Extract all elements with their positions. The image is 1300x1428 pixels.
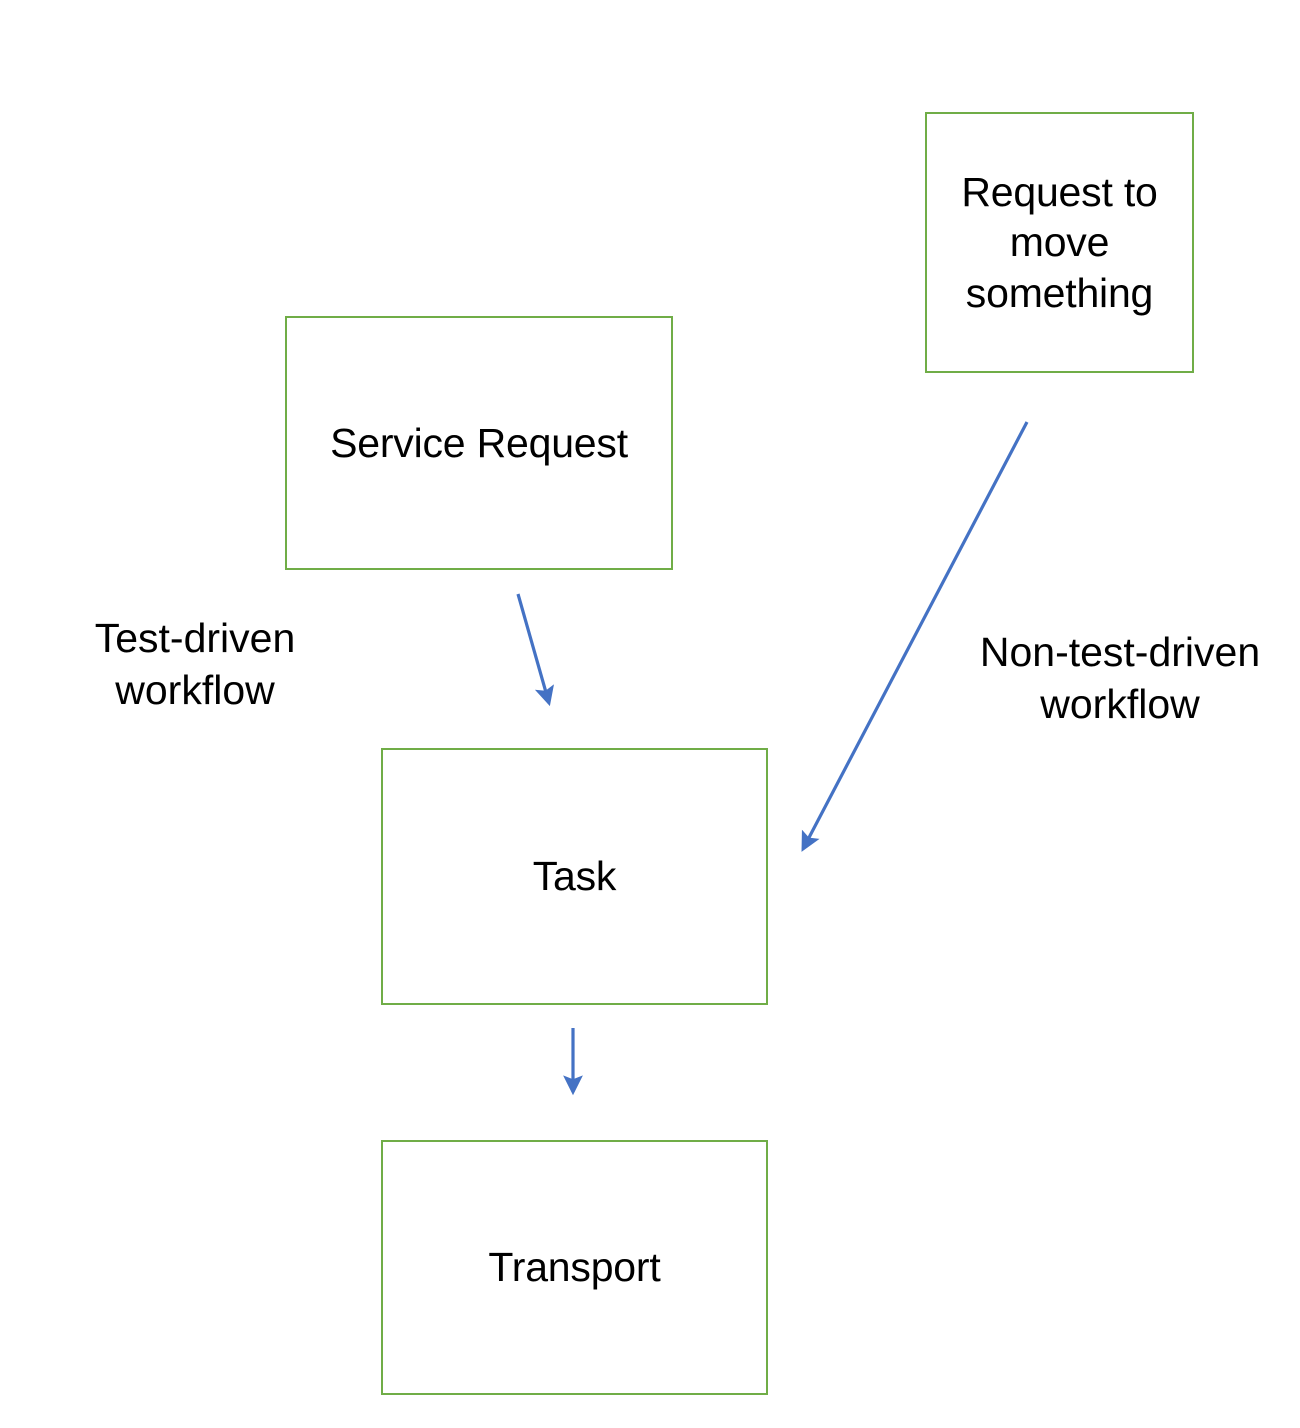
node-transport-label: Transport: [488, 1244, 661, 1291]
node-transport[interactable]: Transport: [381, 1140, 768, 1395]
node-task-label: Task: [532, 853, 617, 900]
label-test-driven-workflow: Test-driven workflow: [94, 615, 296, 714]
connector-service-request-to-task: [516, 593, 554, 707]
node-task[interactable]: Task: [381, 748, 768, 1005]
label-non-test-driven-workflow: Non-test-driven workflow: [979, 629, 1261, 728]
node-service-request-label: Service Request: [330, 419, 628, 466]
node-request-to-move-something-label: Request to move something: [961, 169, 1158, 316]
node-service-request[interactable]: Service Request: [285, 316, 673, 570]
node-request-to-move-something[interactable]: Request to move something: [925, 112, 1194, 373]
